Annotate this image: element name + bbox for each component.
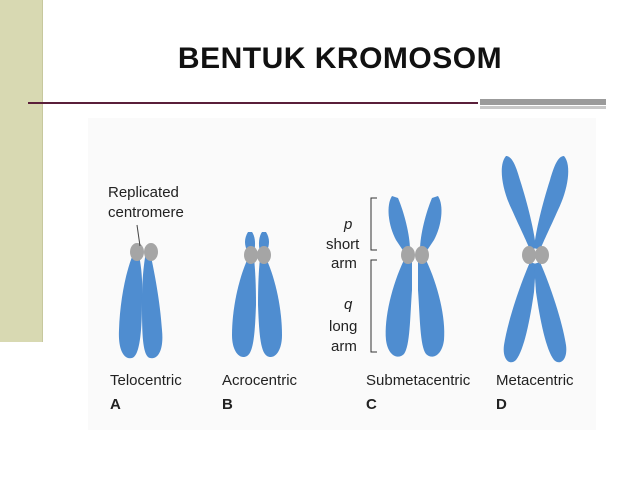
short-label: short — [326, 236, 360, 253]
centromere — [535, 246, 549, 264]
slide-title: BENTUK KROMOSOM — [177, 42, 503, 75]
telocentric-letter: A — [110, 396, 121, 413]
long-label: long — [329, 318, 358, 335]
sidebar-bar — [0, 0, 43, 342]
centromere — [401, 246, 415, 264]
metacentric-label: Metacentric — [496, 372, 574, 389]
arm-label-short: arm — [331, 255, 357, 272]
centromere — [144, 243, 158, 261]
acrocentric-letter: B — [222, 396, 233, 413]
submetacentric-letter: C — [366, 396, 377, 413]
submetacentric-chromosome — [385, 196, 445, 357]
long-arm-bracket — [370, 259, 377, 353]
arm-label-long: arm — [331, 338, 357, 355]
accent-rule — [480, 99, 606, 105]
metacentric-chromosome — [501, 156, 569, 363]
centromere — [522, 246, 536, 264]
accent-rule-light — [480, 106, 606, 109]
replicated-label: Replicated — [108, 184, 179, 201]
centromere — [244, 246, 258, 264]
centromere — [257, 246, 271, 264]
short-arm-bracket — [370, 197, 377, 251]
centromere-pointer — [136, 224, 141, 247]
telocentric-chromosome — [118, 243, 163, 359]
metacentric-letter: D — [496, 396, 507, 413]
centromere — [130, 243, 144, 261]
telocentric-label: Telocentric — [110, 372, 182, 389]
acrocentric-label: Acrocentric — [222, 372, 298, 389]
centromere-label: centromere — [108, 204, 184, 221]
submetacentric-label: Submetacentric — [366, 372, 471, 389]
centromere — [415, 246, 429, 264]
q-label: q — [344, 296, 353, 313]
title-rule — [28, 102, 478, 104]
p-label: p — [344, 216, 353, 233]
acrocentric-chromosome — [232, 232, 282, 358]
